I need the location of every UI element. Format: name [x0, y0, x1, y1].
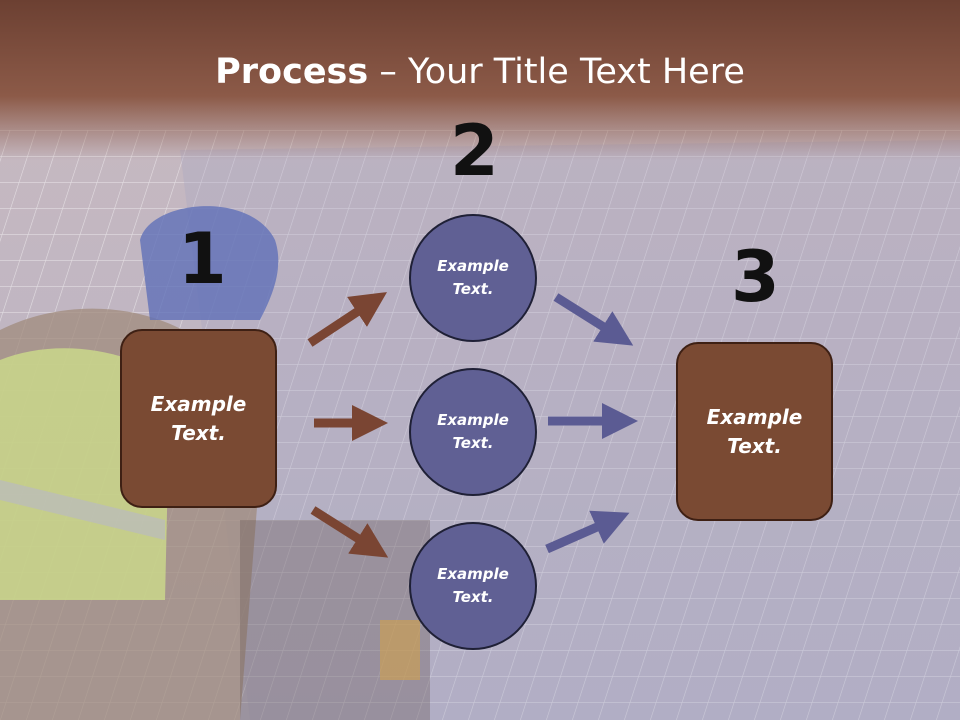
step-3-box: Example Text. — [676, 342, 833, 521]
circle-top-text: Example Text. — [437, 257, 509, 298]
title-rest: – Your Title Text Here — [368, 52, 745, 92]
slide-title: Process – Your Title Text Here — [0, 52, 960, 92]
step-2-circle-middle: Example Text. — [409, 368, 537, 496]
step-1-box: Example Text. — [120, 329, 277, 508]
step-1-text: Example Text. — [150, 391, 247, 445]
step-number-3: 3 — [731, 236, 780, 318]
step-2-circle-bottom: Example Text. — [409, 522, 537, 650]
title-bold: Process — [215, 52, 369, 92]
circle-middle-text: Example Text. — [437, 411, 509, 452]
step-2-circle-top: Example Text. — [409, 214, 537, 342]
circle-bottom-text: Example Text. — [437, 565, 509, 606]
step-number-2: 2 — [450, 110, 499, 192]
step-number-1: 1 — [178, 218, 227, 300]
step-3-text: Example Text. — [706, 404, 803, 458]
